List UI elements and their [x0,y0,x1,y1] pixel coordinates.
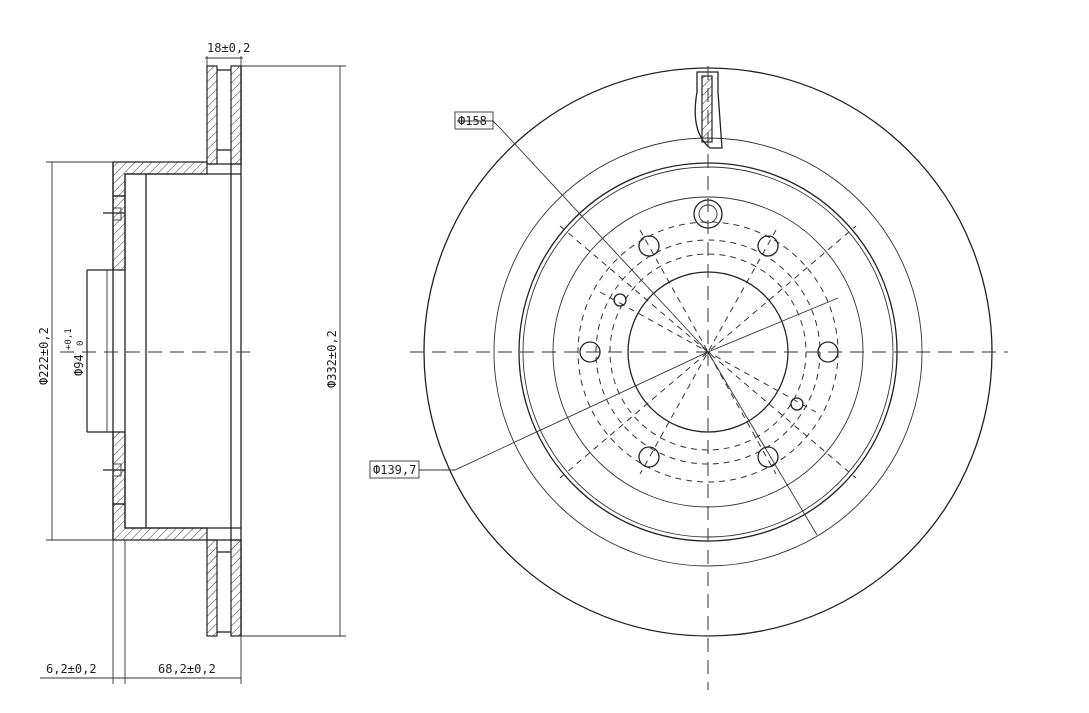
center-bore-tol-lower: 0 [76,341,86,346]
bolt-hole [757,446,779,468]
side-section-view: 18±0,2 Ф332±0,2 Ф222±0,2 Ф94 +0,1 0 6,2±… [37,41,346,684]
bolt-hole [757,235,779,257]
center-bore-tol-upper: +0,1 [64,328,74,350]
pcd-inner-label: Ф139,7 [373,463,416,477]
hat-face-bottom [112,431,126,505]
pcd-outer-leader [457,120,709,353]
hat-flange-bottom [112,503,208,541]
rotor-ring-wall-bottom-inner [230,539,242,637]
hat-flange-top [112,161,208,197]
bolt-hole [638,446,660,468]
outer-diameter-label: Ф332±0,2 [325,330,339,388]
rotor-ring-wall-top-inner [230,65,242,165]
locating-hole [790,397,804,411]
thickness-label: 18±0,2 [207,41,250,55]
vent-slot [694,71,723,149]
pcd-outer-label: Ф158 [458,114,487,128]
pcd-inner-leader [419,351,818,536]
height-label: 68,2±0,2 [158,662,216,676]
hat-thickness-label: 6,2±0,2 [46,662,97,676]
rotor-ring-wall-bottom-outer [206,539,218,637]
front-view: Ф158 Ф139,7 [369,66,1008,690]
rotor-ring-wall-top-outer [206,65,218,165]
locating-hole [613,293,627,307]
hat-diameter-label: Ф222±0,2 [37,327,51,385]
center-bore-label: Ф94 [72,354,86,376]
hat-face-top [112,195,126,271]
bolt-hole [638,235,660,257]
